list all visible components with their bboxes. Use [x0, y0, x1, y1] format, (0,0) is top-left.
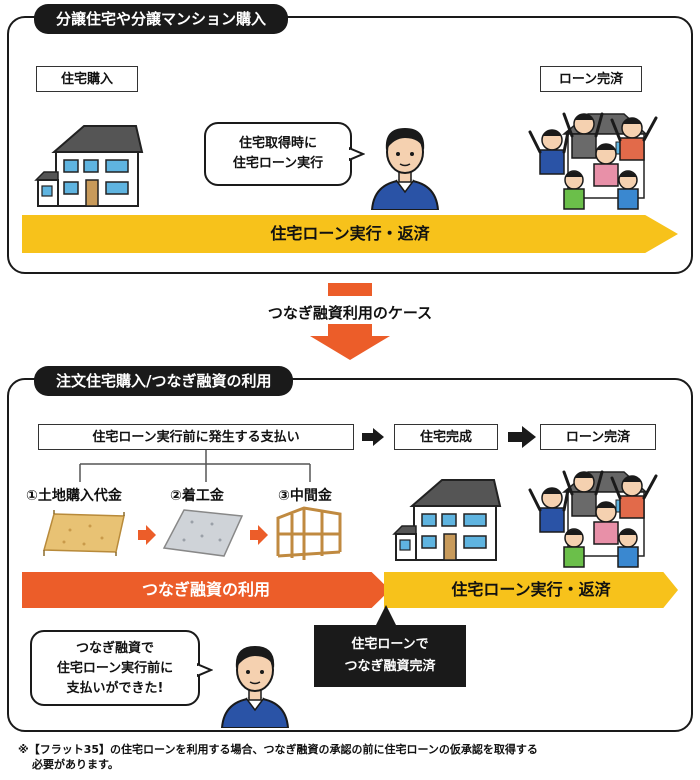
- speech-bottom-line2: 住宅ローン実行前に: [56, 661, 174, 676]
- arrow-right-icon: [250, 525, 268, 545]
- pre-loan-payments-box: 住宅ローン実行前に発生する支払い: [38, 424, 354, 450]
- speech-bottom-line1: つなぎ融資で: [75, 641, 154, 656]
- arrow-right-icon: [138, 525, 156, 545]
- foundation-illustration: [162, 509, 244, 557]
- man-avatar-bottom: [220, 646, 290, 728]
- house-complete-box: 住宅完成: [394, 424, 498, 450]
- footnote: ※【フラット35】の住宅ローンを利用する場合、つなぎ融資の承認の前に住宅ローンの…: [18, 742, 688, 772]
- loan-complete-box-bottom: ローン完済: [540, 424, 656, 450]
- bridge-loan-arrow: つなぎ融資の利用: [22, 572, 390, 608]
- speech-tail-top: [349, 146, 365, 162]
- land-illustration: [43, 510, 125, 556]
- step-land-purchase: ①土地購入代金: [26, 488, 122, 504]
- house-illustration: [34, 125, 144, 207]
- arrow-right-icon: [508, 426, 536, 448]
- middle-rule-top: [328, 283, 372, 296]
- black-note-pointer: [375, 605, 397, 627]
- family-illustration-top: [528, 112, 658, 210]
- speech-top-line2: 住宅ローン実行: [232, 156, 324, 171]
- speech-bottom-line3: 支払いができた!: [66, 681, 164, 696]
- note-line1: 住宅ローンで: [351, 637, 429, 652]
- frame-illustration: [276, 506, 342, 560]
- family-illustration-bottom: [528, 470, 658, 568]
- footnote-line2: 必要があります。: [32, 758, 119, 771]
- step-interim-payment: ③中間金: [278, 488, 332, 504]
- middle-caption: つなぎ融資利用のケース: [267, 304, 433, 322]
- speech-bubble-bottom: つなぎ融資で 住宅ローン実行前に 支払いができた!: [30, 630, 200, 706]
- bottom-panel-tab: 注文住宅購入/つなぎ融資の利用: [34, 366, 294, 396]
- speech-top-line1: 住宅取得時に: [238, 136, 317, 151]
- loan-repayment-arrow-top: 住宅ローン実行・返済: [22, 215, 678, 253]
- note-line2: つなぎ融資完済: [344, 659, 436, 674]
- step-construction-start: ②着工金: [170, 488, 224, 504]
- footnote-line1: ※【フラット35】の住宅ローンを利用する場合、つなぎ融資の承認の前に住宅ローンの…: [18, 743, 538, 756]
- speech-tail-bottom: [197, 662, 213, 678]
- down-arrow: [310, 324, 390, 360]
- house-illustration-bottom: [392, 479, 502, 561]
- loan-repayment-arrow-bottom: 住宅ローン実行・返済: [384, 572, 678, 608]
- arrow-right-icon: [362, 428, 384, 446]
- payments-connector: [79, 450, 311, 482]
- label-loan-complete-top: ローン完済: [540, 66, 642, 92]
- loan-settlement-note: 住宅ローンで つなぎ融資完済: [314, 625, 466, 687]
- man-avatar-top: [370, 128, 440, 210]
- top-panel-tab: 分譲住宅や分譲マンション購入: [34, 4, 289, 34]
- label-house-purchase: 住宅購入: [36, 66, 138, 92]
- speech-bubble-top: 住宅取得時に 住宅ローン実行: [204, 122, 352, 186]
